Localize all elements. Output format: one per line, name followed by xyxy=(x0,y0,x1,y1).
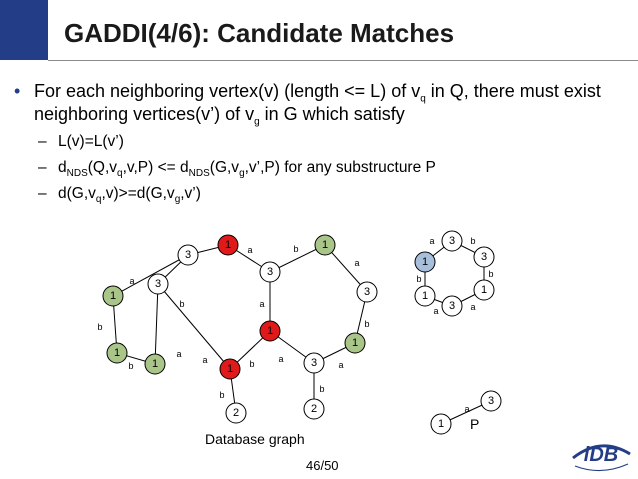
graph-edge xyxy=(154,283,159,365)
graph-vertex xyxy=(441,295,463,317)
edge-label: b xyxy=(488,269,493,279)
vertex-label: 1 xyxy=(267,325,273,337)
graph-vertex xyxy=(219,358,241,380)
edge-label: b xyxy=(364,319,369,329)
edge-label: a xyxy=(470,302,475,312)
vertex-label: 1 xyxy=(114,347,120,359)
edge-label: a xyxy=(247,245,252,255)
vertex-label: 3 xyxy=(364,286,370,298)
graph-vertex xyxy=(441,230,463,252)
edge-label: a xyxy=(429,236,434,246)
vertex-label: 3 xyxy=(155,278,161,290)
vertex-label: 3 xyxy=(311,357,317,369)
graph-edge xyxy=(112,254,189,297)
graph-vertex xyxy=(217,234,239,256)
graph-vertex xyxy=(473,279,495,301)
vertex-label: 3 xyxy=(449,235,455,247)
graph-vertex xyxy=(356,281,378,303)
dash-icon: – xyxy=(38,159,47,176)
graph-vertex xyxy=(314,234,336,256)
graph-vertex xyxy=(177,244,199,266)
slide-title: GADDI(4/6): Candidate Matches xyxy=(64,18,455,48)
edge-label: a xyxy=(129,276,134,286)
title-accent-bar xyxy=(0,0,48,60)
bullet-list: • For each neighboring vertex(v) (length… xyxy=(14,80,614,206)
edge-label: b xyxy=(97,322,102,332)
graph-edge xyxy=(324,244,368,293)
graph-vertex xyxy=(473,246,495,268)
graph-vertex xyxy=(430,413,452,435)
graph-vertex xyxy=(259,320,281,342)
edge-label: b xyxy=(319,384,324,394)
svg-text:iDB: iDB xyxy=(584,444,618,466)
bullet-text: For each neighboring vertex(v) (length <… xyxy=(34,81,601,128)
condition-nds-distance: – dNDS(Q,vq,v,P) <= dNDS(G,vg,v’,P) for … xyxy=(38,159,436,180)
vertex-label: 3 xyxy=(267,266,273,278)
graph-vertex xyxy=(344,332,366,354)
vertex-label: 2 xyxy=(311,403,317,415)
vertex-label: 1 xyxy=(422,256,428,268)
vertex-label: 1 xyxy=(225,239,231,251)
vertex-label: 1 xyxy=(422,290,428,302)
dash-icon: – xyxy=(38,133,47,150)
title-divider xyxy=(48,60,638,61)
edge-label: b xyxy=(128,361,133,371)
vertex-label: 3 xyxy=(185,249,191,261)
vertex-label: 1 xyxy=(352,337,358,349)
edge-label: b xyxy=(249,359,254,369)
query-graph: b b a a b a 3 3 1 3 1 1 xyxy=(414,230,495,317)
vertex-label: 1 xyxy=(110,290,116,302)
edge-label: a xyxy=(338,360,343,370)
bullet-dot-icon: • xyxy=(14,81,21,101)
condition-label-equality: – L(v)=L(v’) xyxy=(38,133,124,150)
vertex-label: 3 xyxy=(449,300,455,312)
graph-vertex xyxy=(147,273,169,295)
graph-vertex xyxy=(259,261,281,283)
graph-vertex xyxy=(144,353,166,375)
graph-vertex xyxy=(480,390,502,412)
vertex-label: 1 xyxy=(152,358,158,370)
edge-label: a xyxy=(278,354,283,364)
graph-vertex xyxy=(225,402,247,424)
edge-label: b xyxy=(470,236,475,246)
vertex-label: 3 xyxy=(488,395,494,407)
graph-vertex xyxy=(303,352,325,374)
graph-edge xyxy=(157,283,231,370)
vertex-label: 2 xyxy=(233,407,239,419)
graph-vertex xyxy=(303,398,325,420)
edge-label: a xyxy=(176,349,181,359)
dash-icon: – xyxy=(38,185,47,202)
edge-label: b xyxy=(179,299,184,309)
edge-label: a xyxy=(354,258,359,268)
edge-label: b xyxy=(293,244,298,254)
database-graph: babaababbbaabaabb113313311111322 xyxy=(97,234,378,424)
graph-vertex xyxy=(106,342,128,364)
database-graph-caption: Database graph xyxy=(205,431,305,447)
edge-label: b xyxy=(416,274,421,284)
graph-vertex xyxy=(414,251,436,273)
vertex-label: 1 xyxy=(322,239,328,251)
condition-shortest-distance: – d(G,vq,v)>=d(G,vg,v’) xyxy=(38,185,201,206)
edge-label: a xyxy=(433,306,438,316)
edge-label: b xyxy=(219,390,224,400)
graph-vertex xyxy=(102,285,124,307)
page-number: 46/50 xyxy=(306,458,339,473)
pattern-graph: a 1 3 xyxy=(430,390,502,435)
pattern-label: P xyxy=(470,416,480,432)
vertex-label: 1 xyxy=(481,284,487,296)
vertex-label: 3 xyxy=(481,251,487,263)
edge-label: a xyxy=(259,299,264,309)
edge-label: a xyxy=(464,404,469,414)
graph-vertex xyxy=(414,285,436,307)
bullet-neighbor-condition: • For each neighboring vertex(v) (length… xyxy=(14,80,614,128)
idb-logo: iDB xyxy=(572,444,631,472)
vertex-label: 1 xyxy=(227,363,233,375)
vertex-label: 1 xyxy=(438,418,444,430)
edge-label: a xyxy=(202,355,207,365)
